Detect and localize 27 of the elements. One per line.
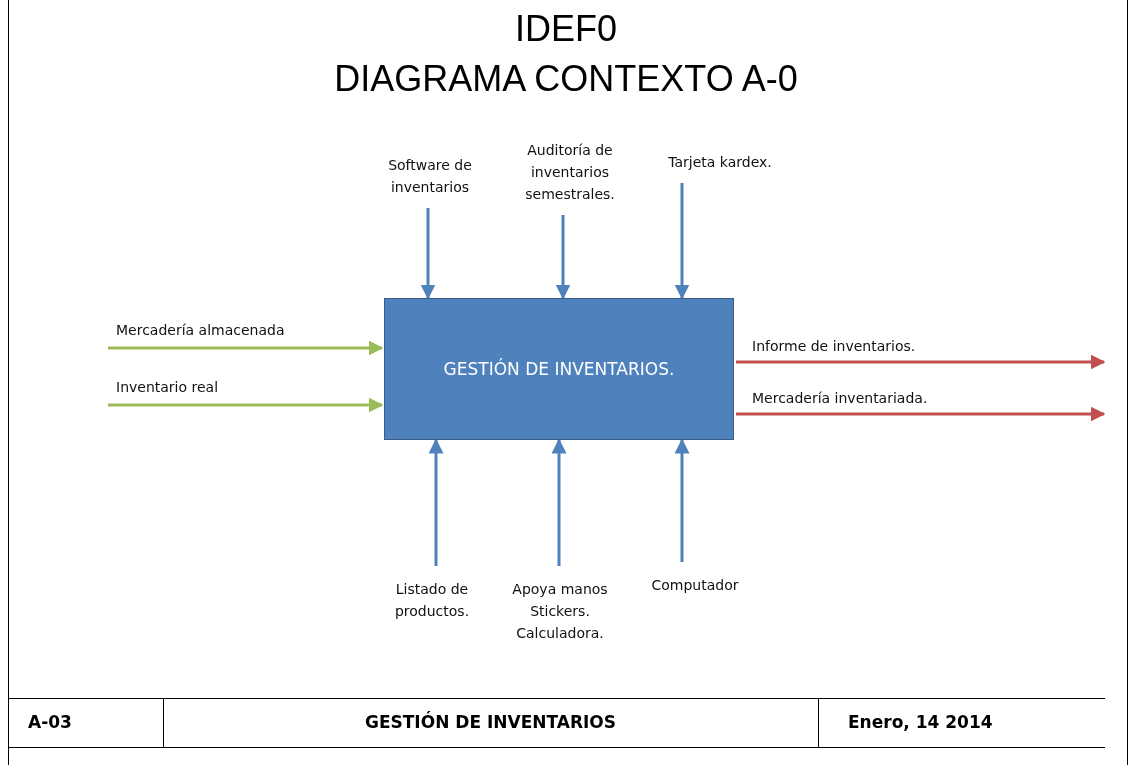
- sheet-date: Enero, 14 2014: [848, 712, 993, 732]
- process-box: [384, 298, 734, 440]
- arrow: [108, 397, 384, 413]
- diagram-title: IDEF0: [514, 8, 618, 50]
- arrow: [674, 183, 690, 300]
- control-label: Auditoría de inventarios semestrales.: [500, 139, 640, 205]
- edge-label: Mercadería inventariada.: [752, 390, 928, 406]
- arrow: [674, 438, 690, 562]
- edge-label: Mercadería almacenada: [116, 322, 285, 338]
- control-label: Apoya manos Stickers. Calculadora.: [490, 578, 630, 644]
- edge-label: Informe de inventarios.: [752, 338, 916, 354]
- arrow: [420, 208, 436, 300]
- arrow: [428, 438, 444, 566]
- arrow: [551, 438, 567, 566]
- arrow: [555, 215, 571, 300]
- control-label: Tarjeta kardex.: [645, 151, 795, 173]
- process-label: GESTIÓN DE INVENTARIOS.: [443, 359, 675, 379]
- sheet-number: A-03: [28, 712, 72, 732]
- arrow: [108, 340, 384, 356]
- arrow: [736, 354, 1106, 370]
- diagram-subtitle: DIAGRAMA CONTEXTO A-0: [333, 58, 799, 100]
- control-label: Computador: [630, 574, 760, 596]
- arrow: [736, 406, 1106, 422]
- edge-label: Inventario real: [116, 379, 219, 395]
- control-label: Software de inventarios: [370, 154, 490, 198]
- sheet-title: GESTIÓN DE INVENTARIOS: [363, 712, 618, 732]
- control-label: Listado de productos.: [372, 578, 492, 622]
